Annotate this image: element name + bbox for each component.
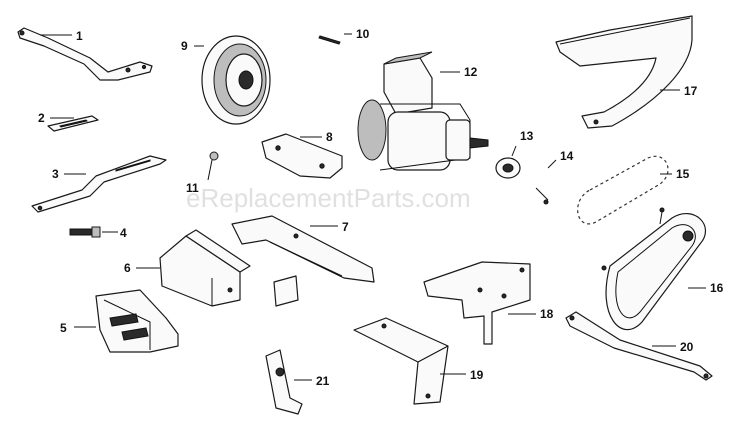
callout-19: 19 [470,368,484,382]
callout-6: 6 [124,261,131,275]
callout-8: 8 [326,130,333,144]
part-12-motor [357,51,489,171]
part-13-washer [495,145,521,179]
callout-1: 1 [76,29,83,43]
part-10-pin [318,33,352,45]
callout-15: 15 [676,167,690,181]
part-16-belt-guard [601,207,706,331]
callout-20: 20 [680,340,694,354]
part-11-washer [207,151,219,181]
callout-5: 5 [60,321,67,335]
callout-12: 12 [464,65,478,79]
part-4-bolt [69,226,118,238]
part-6-large-bracket [136,229,251,307]
callout-21: 21 [316,374,330,388]
part-20-link-rod [565,311,713,381]
part-1-bracket [17,27,153,81]
part-9-pulley [194,35,271,125]
part-19-angle-bracket [353,317,466,405]
part-3-bent-bar [31,155,167,213]
callout-14: 14 [560,149,574,163]
callout-3: 3 [52,167,59,181]
callout-4: 4 [120,226,127,240]
callout-7: 7 [342,220,349,234]
part-18-mounting-bracket [423,261,536,345]
callout-10: 10 [356,27,370,41]
callout-11: 11 [186,181,199,195]
part-2-slotted-strap [47,115,99,132]
part-17-shroud [555,15,693,129]
callout-16: 16 [710,281,724,295]
part-5-hinge-bracket [74,289,179,353]
callout-2: 2 [38,111,45,125]
part-15-belt [577,155,672,225]
watermark-text: eReplacementParts.com [186,183,471,213]
callout-13: 13 [520,129,534,143]
part-14-rod [535,159,557,205]
part-7-frame-rail [231,215,375,307]
callout-17: 17 [684,84,698,98]
callout-18: 18 [540,307,554,321]
part-8-support-bracket [261,133,343,179]
part-21-small-bracket [265,349,312,415]
callout-9: 9 [181,39,188,53]
